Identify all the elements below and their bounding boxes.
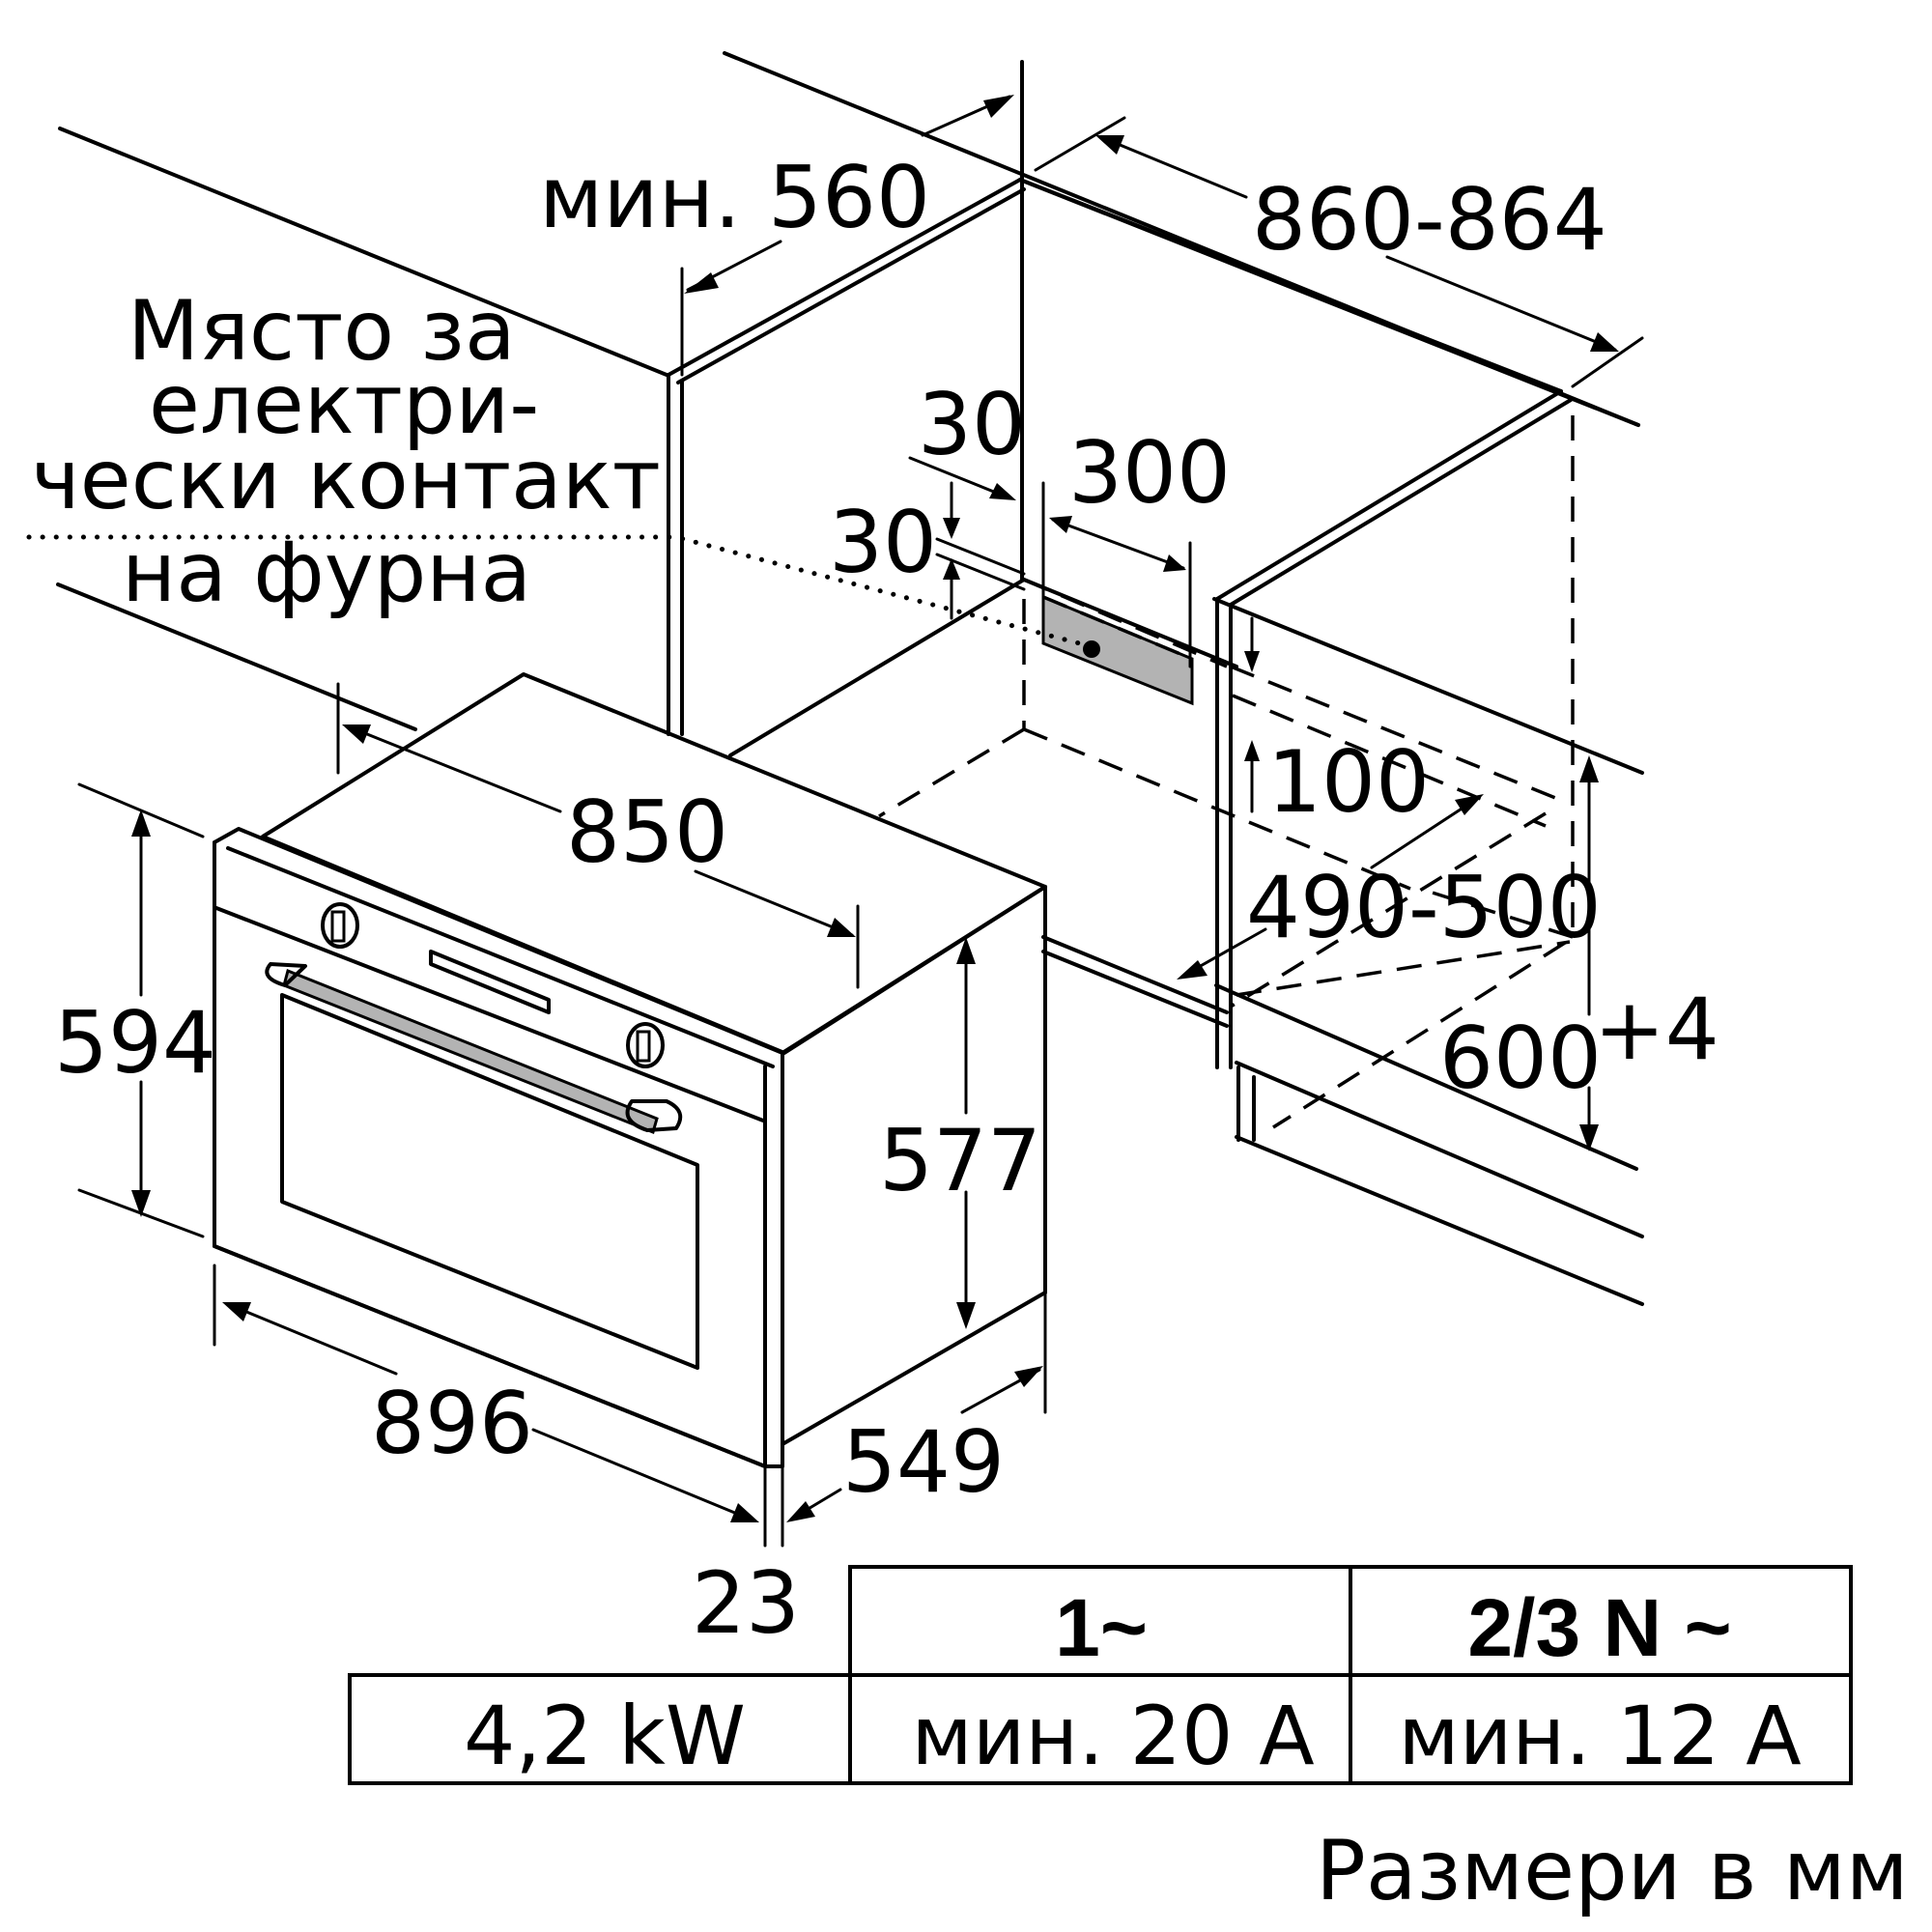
dim-600: 600 xyxy=(1439,1009,1602,1108)
table-single-phase-fuse: мин. 20 A xyxy=(911,1689,1314,1783)
table-multi-phase-fuse: мин. 12 A xyxy=(1398,1689,1801,1783)
dim-860-864: 860-864 xyxy=(1252,170,1607,270)
oven xyxy=(213,672,1047,1468)
table-header-single-phase: 1~ xyxy=(1055,1582,1148,1673)
units-caption: Размери в мм xyxy=(1316,1823,1909,1919)
socket-zone xyxy=(1041,594,1194,706)
dim-600-tolerance: +4 xyxy=(1594,980,1719,1079)
dim-896: 896 xyxy=(371,1374,533,1473)
dim-30-top: 30 xyxy=(918,375,1026,474)
table-power: 4,2 kW xyxy=(464,1689,746,1783)
dim-490-500: 490-500 xyxy=(1246,858,1602,957)
dim-100: 100 xyxy=(1267,732,1430,832)
dim-300: 300 xyxy=(1068,423,1231,523)
socket-note: Място за електри- чески контакт на фурна xyxy=(31,283,661,621)
socket-note-line-1: Място за xyxy=(128,283,516,380)
socket-note-line-3: чески контакт xyxy=(31,432,661,528)
dim-594: 594 xyxy=(54,993,216,1093)
cabinet-niche xyxy=(26,51,1644,1306)
right-knob xyxy=(626,1022,665,1068)
dim-min-560: мин. 560 xyxy=(539,148,930,247)
table-header-multi-phase: 2/3 N ~ xyxy=(1467,1582,1731,1673)
socket-note-line-4: на фурна xyxy=(122,525,531,621)
dim-23: 23 xyxy=(692,1553,800,1653)
power-table: 1~ 2/3 N ~ 4,2 kW мин. 20 A мин. 12 A xyxy=(348,1565,1853,1785)
dim-577: 577 xyxy=(879,1111,1041,1210)
socket-note-line-2: електри- xyxy=(149,356,539,453)
dim-549: 549 xyxy=(842,1412,1005,1512)
dim-850: 850 xyxy=(566,782,728,882)
oven-handle xyxy=(282,968,659,1135)
dimension-lines xyxy=(77,60,1644,1548)
left-knob xyxy=(321,902,359,949)
dim-30-mid: 30 xyxy=(829,493,937,592)
